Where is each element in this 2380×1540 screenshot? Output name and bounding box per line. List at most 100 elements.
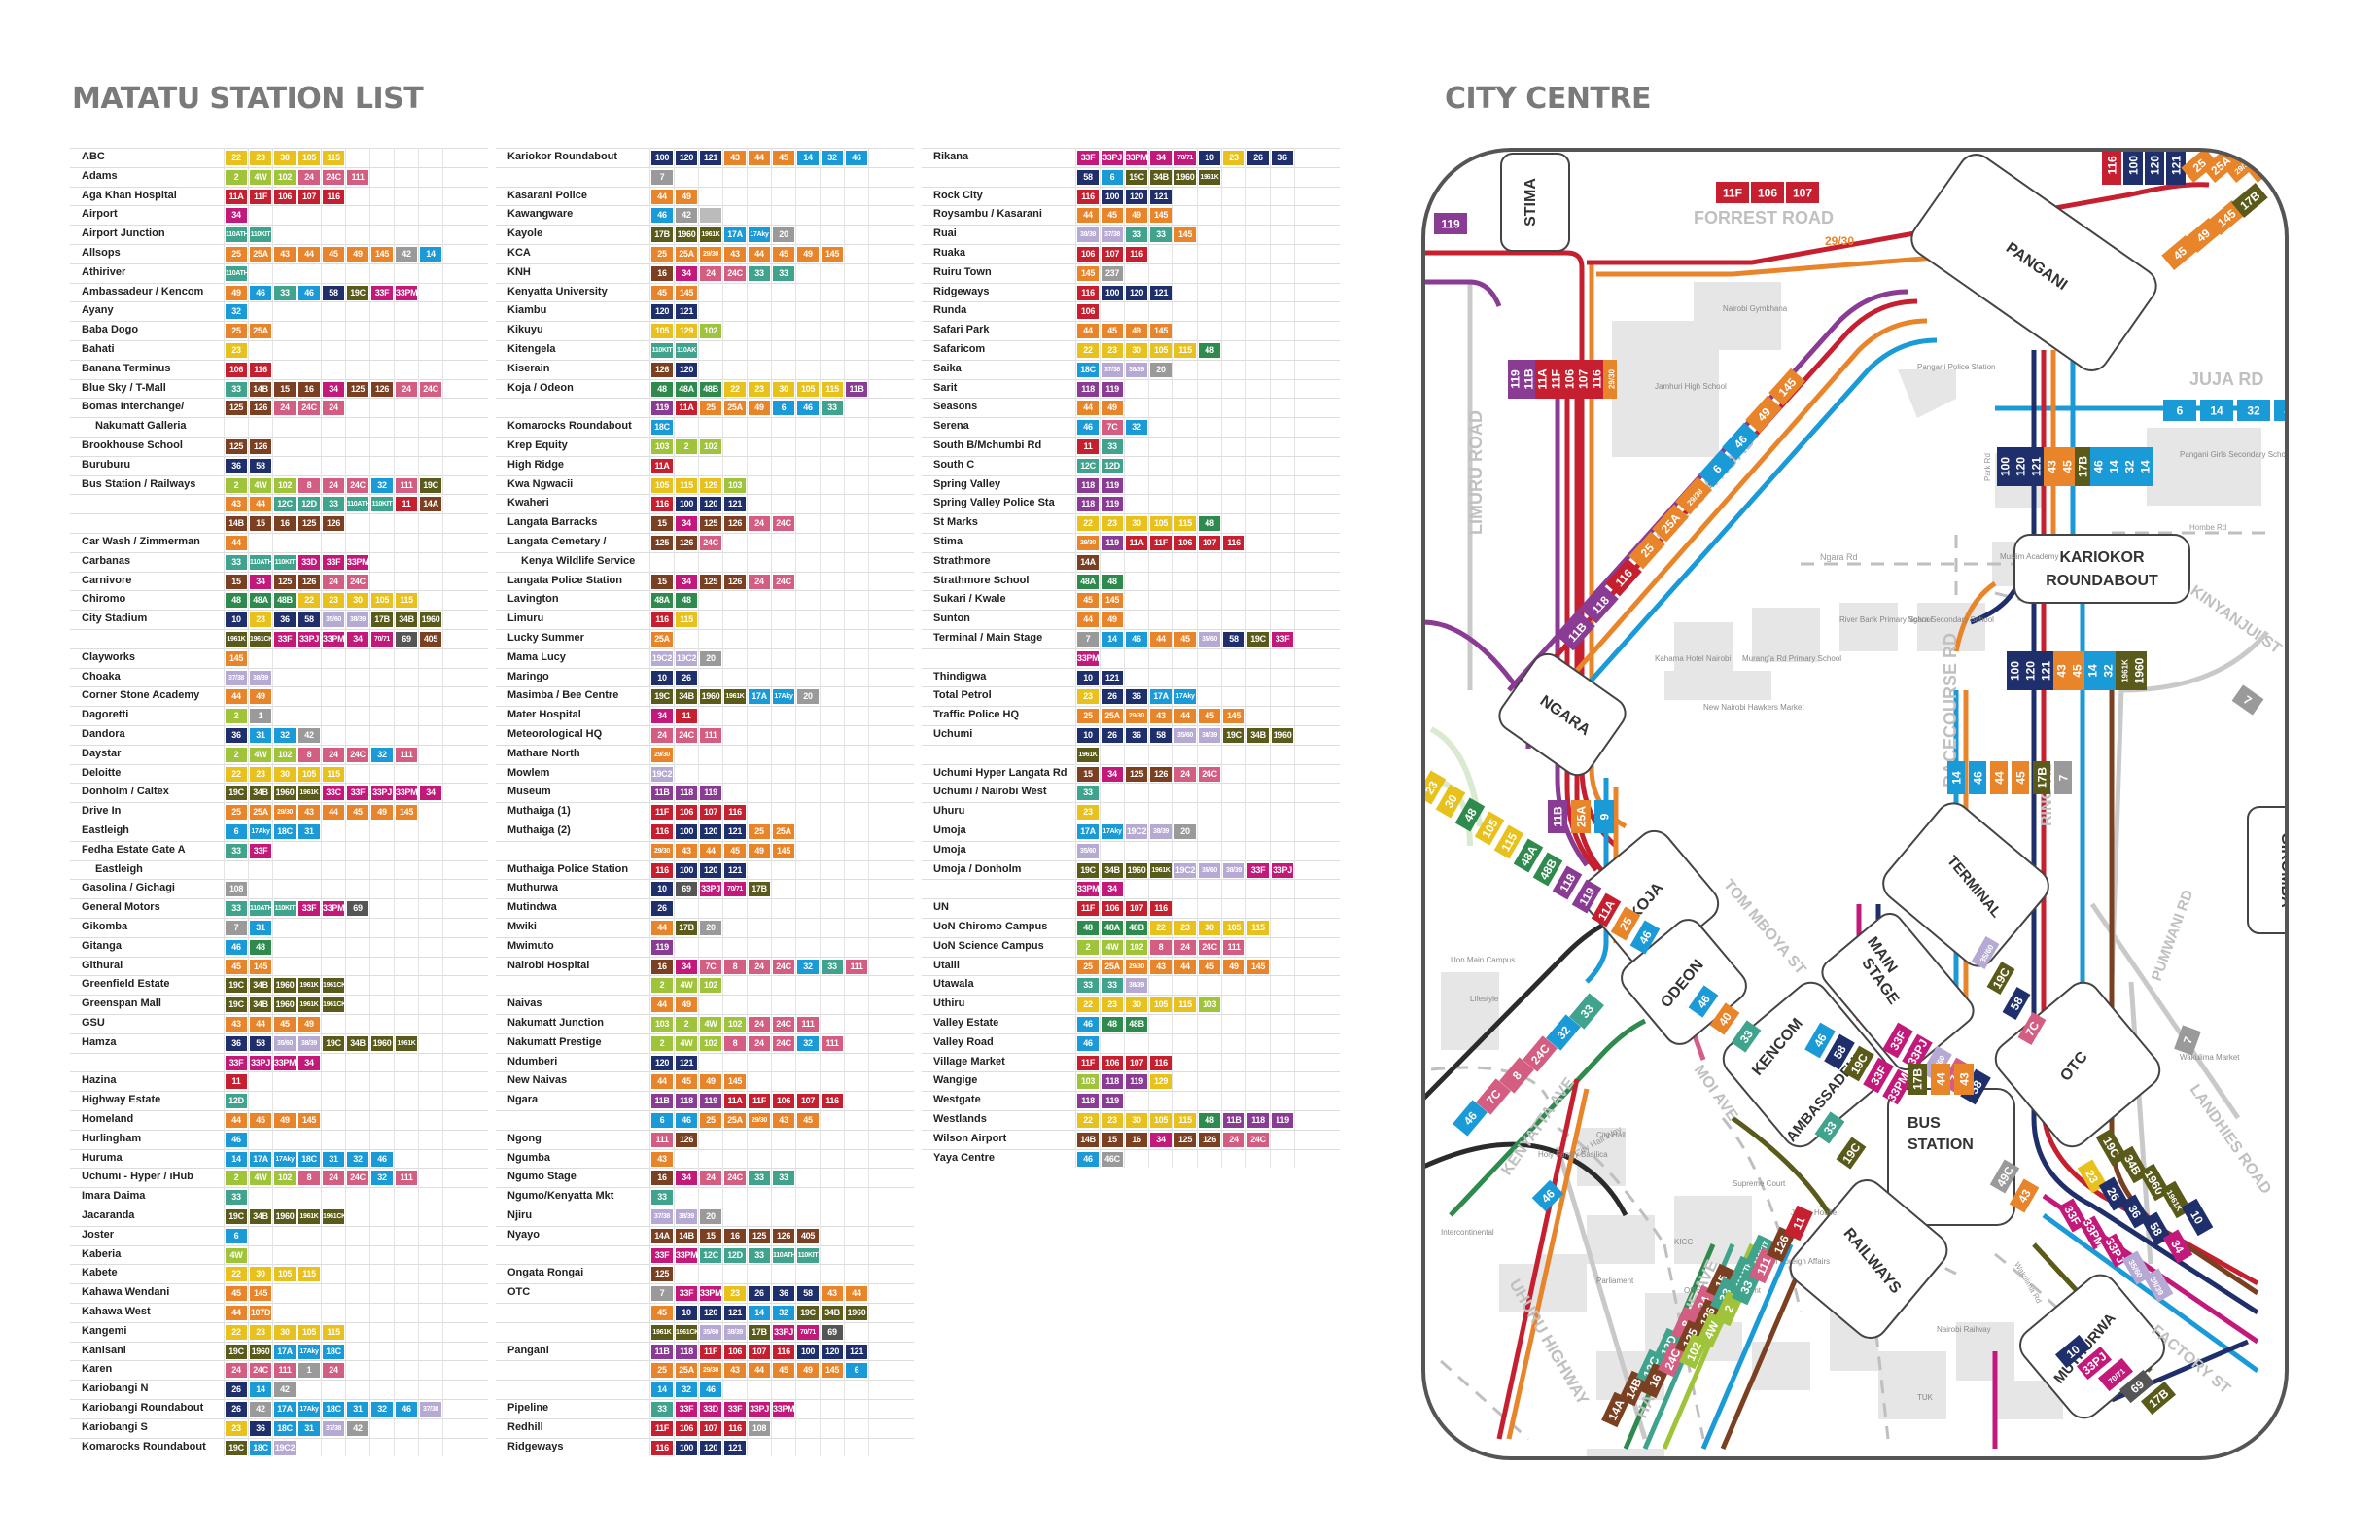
svg-text:119: 119 bbox=[1441, 218, 1460, 231]
route-chip: 58 bbox=[1223, 632, 1244, 647]
route-chip: 34B bbox=[396, 612, 417, 628]
road-label-landhies: LANDHIES ROAD bbox=[2187, 1082, 2274, 1198]
route-chip: 23 bbox=[323, 593, 344, 609]
route-chip: 120 bbox=[700, 1306, 721, 1320]
station-name: Nakumatt Prestige bbox=[508, 1035, 602, 1048]
map-route-chip: 43 bbox=[1954, 1064, 1974, 1095]
landmark-kicc: KICC bbox=[1674, 1238, 1693, 1246]
route-chip: 19C bbox=[1247, 632, 1269, 647]
route-chip: 115 bbox=[676, 612, 697, 628]
route-chip: 29/30 bbox=[1126, 959, 1147, 974]
route-chip: 33 bbox=[323, 497, 344, 512]
route-chip: 25A bbox=[250, 247, 271, 262]
route-chip: 14 bbox=[797, 151, 819, 165]
route-chip: 45 bbox=[1102, 324, 1123, 339]
station-name: Hamza bbox=[82, 1035, 117, 1048]
route-chip: 106 bbox=[676, 1420, 697, 1436]
map-route-chip: 105 bbox=[1474, 811, 1505, 846]
svg-text:121: 121 bbox=[2040, 661, 2053, 681]
route-chip: 10 bbox=[1077, 670, 1099, 685]
route-chip: 1961CK bbox=[250, 632, 271, 647]
route-chip: 118 bbox=[676, 1344, 697, 1359]
station-name: Safaricom bbox=[933, 343, 986, 355]
route-chip: 17Aky bbox=[298, 1402, 320, 1417]
station-name: Rock City bbox=[933, 189, 983, 201]
route-chip: 107 bbox=[700, 1420, 721, 1436]
route-chip: 18C bbox=[323, 1402, 344, 1417]
station-name: Utalii bbox=[933, 959, 960, 971]
route-chip: 44 bbox=[226, 1306, 247, 1320]
route-chip: 45 bbox=[1174, 632, 1196, 647]
route-chips: 26 bbox=[651, 901, 676, 917]
route-chip: 126 bbox=[250, 401, 271, 416]
map-route-chip: 69 bbox=[2118, 1369, 2155, 1404]
route-chip: 31 bbox=[250, 921, 271, 935]
route-chip: 145 bbox=[250, 1286, 271, 1302]
landmark-jamhuri: Jamhuri High School bbox=[1655, 382, 1727, 391]
route-chip: 100 bbox=[651, 151, 673, 165]
landmark-foreign: Ministry of Foreign Affairs bbox=[1742, 1257, 1830, 1266]
route-chips: 33 bbox=[1077, 786, 1102, 801]
station-name: Museum bbox=[508, 786, 551, 798]
route-chip: 106 bbox=[1077, 304, 1099, 320]
route-chip: 145 bbox=[822, 1363, 843, 1379]
map-route-chip: 43 bbox=[2009, 1178, 2040, 1213]
route-chip: 105 bbox=[651, 324, 673, 339]
route-chip: 30 bbox=[1199, 921, 1220, 935]
station-name: Komarocks Roundabout bbox=[82, 1440, 206, 1452]
route-chip: 17A bbox=[274, 1402, 296, 1417]
route-chip: 115 bbox=[323, 151, 344, 165]
route-chip: 44 bbox=[226, 1113, 247, 1128]
grid-line bbox=[698, 148, 699, 1457]
route-chip: 129 bbox=[1150, 1074, 1172, 1090]
route-chip: 2 bbox=[226, 1171, 247, 1186]
route-chip: 119 bbox=[1102, 497, 1123, 512]
route-chip: 18C bbox=[274, 824, 296, 839]
route-chips: 125 bbox=[651, 1267, 676, 1282]
route-chip: 111 bbox=[822, 1035, 843, 1051]
route-chip: 118 bbox=[1077, 477, 1099, 493]
route-chip: 24 bbox=[298, 169, 320, 185]
route-chip: 17A bbox=[250, 1151, 271, 1167]
route-chip: 106 bbox=[773, 1094, 794, 1109]
route-chip: 105 bbox=[797, 381, 819, 397]
map-route-chip: 11A bbox=[1535, 360, 1550, 399]
grid-line bbox=[248, 148, 249, 1457]
route-chip: 1960 bbox=[274, 998, 296, 1013]
stage-kencom bbox=[1722, 981, 1889, 1148]
route-chip: 22 bbox=[226, 151, 247, 165]
route-chip: 121 bbox=[1102, 670, 1123, 685]
route-chip: 45 bbox=[1199, 709, 1220, 724]
map-route-chip: 35/60 bbox=[2121, 1250, 2152, 1285]
route-chip: 110AK bbox=[676, 343, 697, 358]
map-route-chip: 32 bbox=[2237, 400, 2270, 421]
map-route-chip: 118 bbox=[1552, 865, 1583, 900]
road-label-hombe-rd: Hombe Rd bbox=[2189, 523, 2226, 532]
route-chip: 119 bbox=[1102, 536, 1123, 550]
station-name: Huruma bbox=[82, 1151, 122, 1164]
route-chip: 126 bbox=[250, 439, 271, 454]
route-chip: 33 bbox=[651, 1190, 673, 1206]
route-chips: 23 bbox=[226, 343, 250, 358]
route-chip: 116 bbox=[724, 805, 746, 821]
route-chip: 33PM bbox=[323, 901, 344, 917]
route-chip: 23 bbox=[250, 1324, 271, 1340]
route-chip: 118 bbox=[1077, 1094, 1099, 1109]
route-chip: 24 bbox=[700, 265, 721, 281]
